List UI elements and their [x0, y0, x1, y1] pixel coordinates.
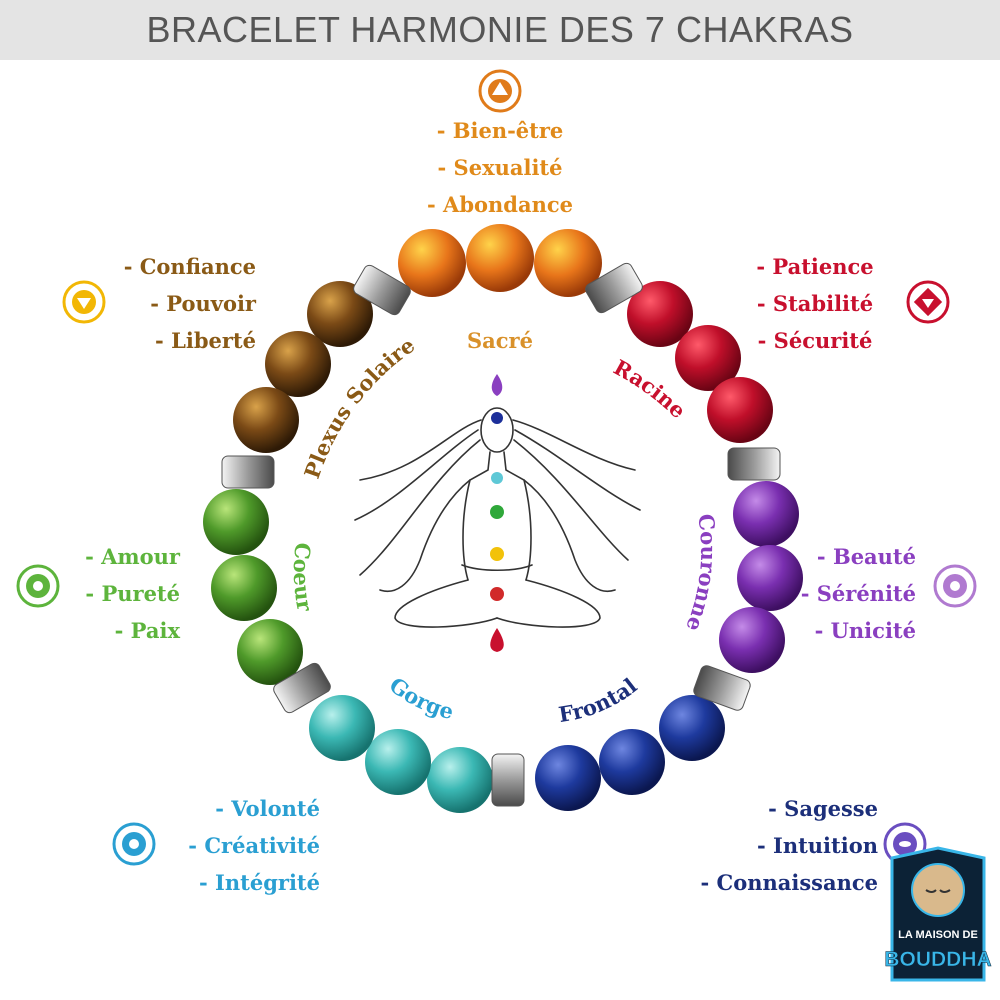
frontal-traits: - Sagesse - Intuition - Connaissance	[680, 790, 878, 901]
trait-item: - Sécurité	[757, 328, 873, 353]
couronne-traits: - Beauté - Sérénité - Unicité	[780, 538, 916, 649]
coeur-traits: - Amour - Pureté - Paix	[60, 538, 180, 649]
title-banner: BRACELET HARMONIE DES 7 CHAKRAS	[0, 0, 1000, 60]
silver-spacers	[221, 262, 781, 807]
sacral-chakra-icon	[478, 69, 522, 113]
trait-item: - Paix	[114, 618, 180, 643]
page-title: BRACELET HARMONIE DES 7 CHAKRAS	[146, 9, 854, 50]
third-eye-beads	[535, 695, 725, 811]
trait-item: - Abondance	[427, 192, 573, 217]
logo-line2: BOUDDHA	[884, 948, 991, 971]
trait-item: - Connaissance	[700, 870, 878, 895]
trait-item: - Volonté	[215, 796, 320, 821]
trait-item: - Intuition	[756, 833, 878, 858]
heart-chakra-icon	[16, 564, 60, 608]
brand-logo: LA MAISON DE BOUDDHA	[884, 846, 992, 982]
plexus-traits: - Confiance - Pouvoir - Liberté	[100, 248, 256, 359]
sacral-beads	[398, 224, 602, 297]
trait-item: - Bien-être	[436, 118, 564, 143]
trait-item: - Unicité	[814, 618, 916, 643]
label-couronne: Couronne	[681, 512, 721, 635]
throat-beads	[309, 695, 493, 813]
trait-item: - Confiance	[123, 254, 256, 279]
crown-chakra-icon	[933, 564, 977, 608]
trait-item: - Amour	[85, 544, 180, 569]
label-gorge: Gorge	[385, 672, 457, 724]
label-sacre: Sacré	[467, 328, 533, 353]
crown-beads	[719, 481, 803, 673]
throat-chakra-icon	[112, 822, 156, 866]
trait-item: - Patience	[756, 254, 874, 279]
trait-item: - Beauté	[816, 544, 916, 569]
trait-item: - Sagesse	[768, 796, 878, 821]
trait-item: - Intégrité	[199, 870, 320, 895]
racine-traits: - Patience - Stabilité - Sécurité	[735, 248, 895, 359]
logo-line1: LA MAISON DE	[898, 929, 978, 941]
label-coeur: Coeur	[289, 541, 318, 613]
sacre-traits: - Bien-être - Sexualité - Abondance	[400, 112, 600, 223]
trait-item: - Stabilité	[756, 291, 874, 316]
trait-item: - Liberté	[155, 328, 256, 353]
root-beads	[627, 281, 773, 443]
heart-beads	[203, 489, 303, 685]
trait-item: - Créativité	[188, 833, 320, 858]
tiger-eye-beads	[233, 281, 373, 453]
trait-item: - Pureté	[85, 581, 180, 606]
trait-item: - Pouvoir	[150, 291, 256, 316]
gorge-traits: - Volonté - Créativité - Intégrité	[170, 790, 320, 901]
label-frontal: Frontal	[557, 673, 642, 727]
bracelet	[203, 224, 803, 813]
meditation-figure	[354, 407, 641, 628]
figure-chakra-points	[488, 374, 506, 652]
root-chakra-icon	[906, 280, 950, 324]
trait-item: - Sexualité	[437, 155, 563, 180]
solar-plexus-chakra-icon	[62, 280, 106, 324]
trait-item: - Sérénité	[800, 581, 916, 606]
